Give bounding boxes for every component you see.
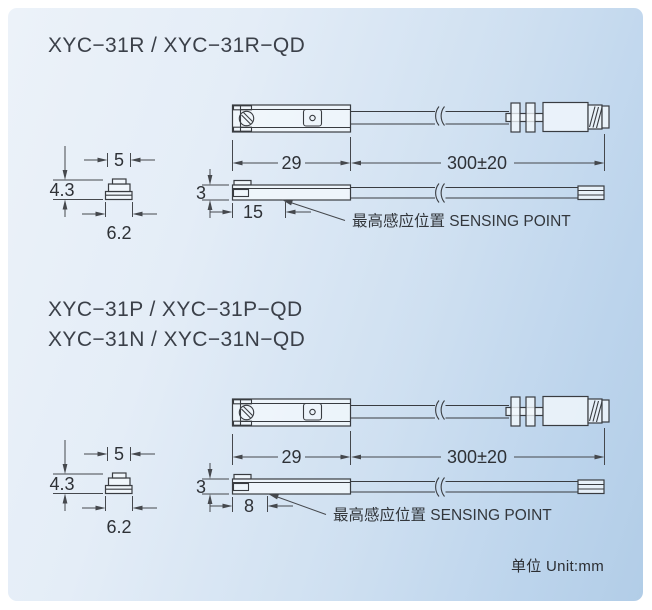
end-view-cap (111, 178, 127, 185)
connector-body (542, 101, 589, 133)
dimension-drawing-31p-31n: 5 4.3 6.2 (49, 395, 610, 537)
dim-label-cable: 300±20 (447, 447, 507, 467)
dimension-drawing-31r: 5 4.3 6.2 (49, 101, 610, 243)
dimension-cable: 300±20 (351, 153, 605, 173)
model-title-31p: XYC−31P / XYC−31P−QD (48, 298, 303, 321)
dimension-4-3: 4.3 (49, 440, 103, 511)
cable-top (350, 106, 509, 126)
dim-label-height: 3 (196, 477, 206, 497)
dimension-6-2: 6.2 (82, 202, 157, 243)
dim-label-length: 29 (281, 153, 301, 173)
sensor-body-side (231, 184, 352, 201)
cable-break-icon (435, 477, 440, 497)
cable-end-ferrule (577, 185, 605, 201)
connector-tip (601, 105, 610, 129)
dim-label-width-base: 6.2 (106, 517, 131, 537)
dimension-sensing-offset: 15 (210, 202, 311, 222)
dim-label-cable: 300±20 (447, 153, 507, 173)
dimension-4-3: 4.3 (49, 146, 103, 217)
dimension-cable: 300±20 (351, 447, 605, 467)
unit-label: 单位 Unit:mm (510, 558, 604, 575)
dimension-6-2: 6.2 (82, 496, 157, 537)
cable-break-icon (435, 106, 440, 126)
dimension-length: 29 (232, 428, 605, 467)
dimension-5: 5 (84, 150, 155, 170)
screw-icon (238, 404, 255, 421)
end-view (104, 472, 133, 495)
model-title-31r: XYC−31R / XYC−31R−QD (48, 34, 306, 57)
sensor-body-side (231, 478, 352, 495)
dimension-sensing-offset: 8 (210, 496, 293, 516)
led-indicator (302, 402, 323, 421)
dimension-length: 29 (232, 134, 605, 173)
end-view-cap (111, 472, 127, 479)
cable-break-icon (435, 400, 440, 420)
sensing-point-label: 最高感应位置 SENSING POINT (352, 211, 571, 230)
end-view-mid (107, 183, 131, 193)
side-view (231, 179, 605, 203)
connector-tip (601, 399, 610, 423)
cable-top (350, 400, 509, 420)
connector-body (542, 395, 589, 427)
sensing-point-label: 最高感应位置 SENSING POINT (333, 505, 552, 524)
dim-label-sensing-offset: 15 (243, 202, 263, 222)
dimension-height: 3 (196, 169, 229, 218)
cable-end-ferrule (577, 479, 605, 495)
qd-connector (505, 395, 610, 427)
side-view (231, 473, 605, 497)
top-view (231, 104, 352, 133)
dimension-height: 3 (196, 463, 229, 512)
dim-label-width-top: 5 (114, 444, 124, 464)
dim-label-width-top: 5 (114, 150, 124, 170)
sensing-bump (233, 179, 252, 186)
dim-label-height-end: 4.3 (49, 474, 74, 494)
qd-connector (505, 101, 610, 133)
dim-label-height-end: 4.3 (49, 180, 74, 200)
top-view (231, 398, 352, 427)
cable-break-icon (435, 183, 440, 203)
model-title-31n: XYC−31N / XYC−31N−QD (48, 328, 306, 351)
sensing-point-leader: 最高感应位置 SENSING POINT (267, 493, 552, 524)
led-indicator (302, 108, 323, 127)
dim-label-height: 3 (196, 183, 206, 203)
sensing-point-leader: 最高感应位置 SENSING POINT (281, 199, 571, 230)
screw-icon (238, 110, 255, 127)
dim-label-width-base: 6.2 (106, 223, 131, 243)
dim-label-sensing-offset: 8 (244, 496, 254, 516)
end-view-mid (107, 477, 131, 487)
end-view (104, 178, 133, 201)
sensing-bump (233, 473, 252, 480)
dimension-5: 5 (84, 444, 155, 464)
dim-label-length: 29 (281, 447, 301, 467)
